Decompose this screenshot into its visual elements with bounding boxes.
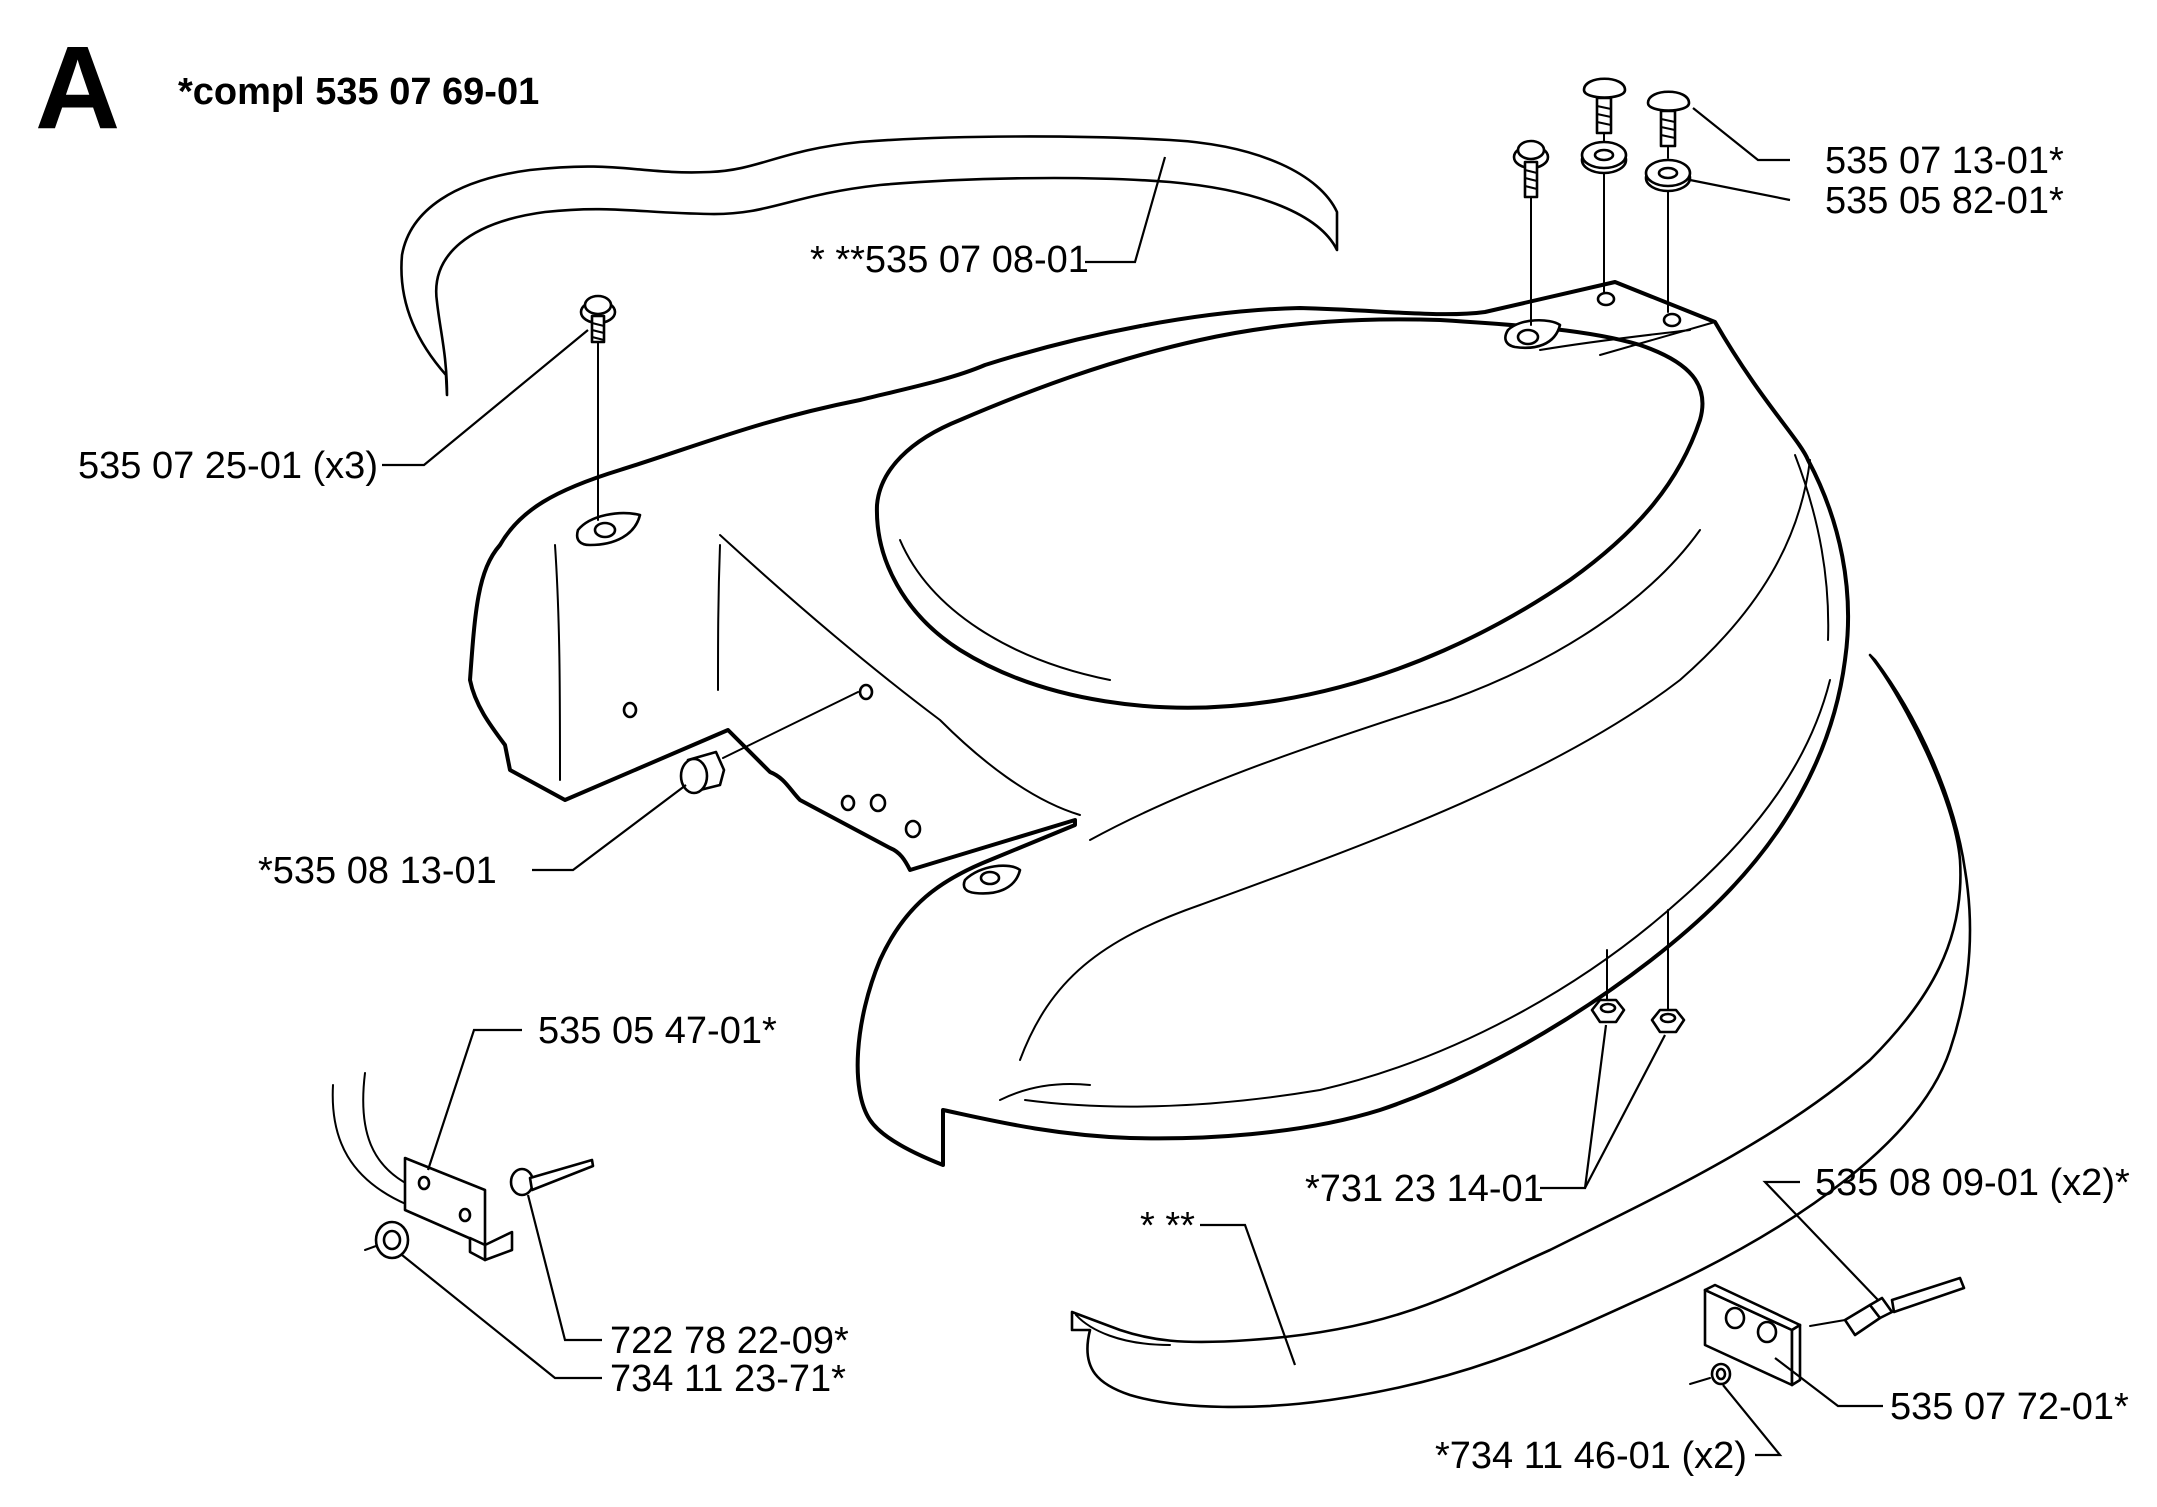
top-bolt-middle — [1580, 77, 1628, 293]
label-front-plug: *535 08 13-01 — [258, 850, 497, 892]
left-screw — [579, 294, 617, 521]
leader-lines — [382, 107, 1883, 1457]
label-clamp-washer: *734 11 46-01 (x2) — [1435, 1435, 1747, 1477]
top-bolt-right — [1644, 90, 1692, 313]
section-letter: A — [35, 22, 120, 154]
top-right-screw — [1512, 139, 1550, 326]
front-trim-strip — [1070, 653, 1972, 1409]
front-plug — [679, 691, 859, 795]
label-front-strip: * ** — [1140, 1205, 1195, 1247]
label-bracket-pin: 722 78 22-09* — [610, 1320, 849, 1362]
lower-nuts — [1590, 909, 1686, 1034]
assembly-title: *compl 535 07 69-01 — [178, 71, 539, 113]
switch-bracket — [331, 1072, 595, 1262]
label-top-bolt: 535 07 13-01* — [1825, 140, 2064, 182]
label-clamp-bolt: 535 08 09-01 (x2)* — [1815, 1162, 2130, 1204]
label-top-strip: * **535 07 08-01 — [810, 239, 1089, 281]
top-trim-strip — [400, 135, 1339, 397]
label-top-washer: 535 05 82-01* — [1825, 180, 2064, 222]
label-bracket: 535 05 47-01* — [538, 1010, 777, 1052]
clamp-assembly — [1689, 1276, 1966, 1387]
label-bracket-washer: 734 11 23-71* — [610, 1358, 846, 1400]
cover-body — [468, 280, 1851, 1167]
label-nuts: *731 23 14-01 — [1305, 1168, 1544, 1210]
label-left-screw: 535 07 25-01 (x3) — [78, 445, 378, 487]
label-clamp-plate: 535 07 72-01* — [1890, 1386, 2129, 1428]
